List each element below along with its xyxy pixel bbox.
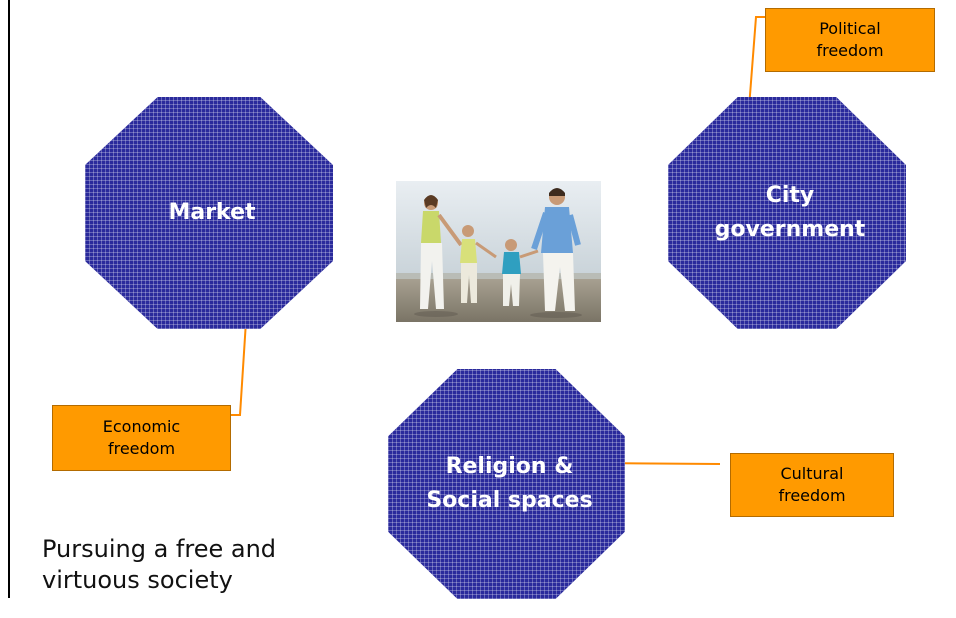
cultural-freedom-tag: Cultural freedom: [730, 453, 894, 517]
slide-caption: Pursuing a free and virtuous society: [42, 535, 277, 595]
connector-economic: [229, 289, 249, 416]
left-rule: [8, 0, 10, 598]
market-label: Market: [168, 199, 256, 225]
market-node: Market: [85, 97, 333, 329]
city-government-node: City government: [668, 97, 906, 329]
economic-freedom-tag: Economic freedom: [52, 405, 231, 471]
religion-social-label: Religion & Social spaces: [426, 453, 593, 513]
city-government-label: City government: [714, 182, 866, 242]
religion-social-node: Religion & Social spaces: [388, 369, 625, 599]
family-beach-photo: [396, 181, 601, 322]
political-freedom-tag: Political freedom: [765, 8, 935, 72]
